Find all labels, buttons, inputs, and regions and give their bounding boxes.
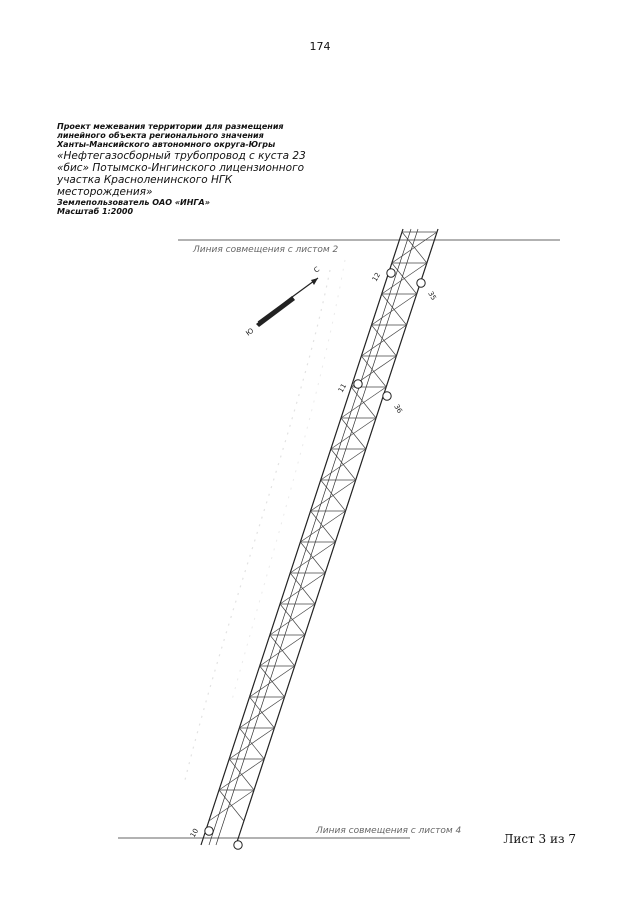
point-label: 11 (337, 382, 348, 394)
boundary-point: 10 (189, 826, 214, 839)
hatch-line (218, 758, 265, 791)
hatch-line (340, 386, 387, 419)
hatch-line (259, 634, 306, 667)
hatch-line (239, 696, 285, 729)
boundary-point: 11 (337, 379, 363, 394)
corridor-hatching (208, 231, 438, 822)
page-number: 174 (309, 40, 331, 53)
hatch-line (381, 262, 428, 295)
hatch-line (300, 510, 346, 543)
hatch-line (361, 324, 407, 357)
boundary-point: 36 (382, 391, 404, 415)
hatch-line (310, 479, 356, 512)
hatch-line (371, 293, 417, 326)
hatch-line (269, 603, 316, 636)
corridor-right-boundary (235, 228, 439, 846)
north-arrow-icon: С Ю (244, 265, 321, 337)
title-line: Ханты-Мансийского автономного округа-Югр… (57, 140, 276, 150)
hatch-line (249, 665, 295, 698)
hatch-line (330, 417, 377, 450)
title-line: «бис» Потымско-Ингинского лицензионного (57, 161, 305, 174)
boundary-point: 12 (371, 268, 396, 283)
boundary-point (233, 840, 243, 850)
corridor-left-boundary (200, 228, 404, 846)
title-line: линейного объекта регионального значения (57, 131, 264, 141)
land-user: Землепользователь ОАО «ИНГА» (57, 197, 210, 207)
point-label: 36 (392, 403, 404, 415)
hatch-line (229, 727, 275, 760)
title-line: Проект межевания территории для размещен… (57, 122, 284, 131)
faint-trace (184, 269, 331, 781)
hatch-line (279, 572, 326, 605)
point-label: 35 (426, 290, 437, 302)
pipeline-line (208, 228, 412, 846)
title-line: «Нефтегазосборный трубопровод с куста 23 (57, 149, 306, 162)
hatch-line (320, 448, 367, 481)
title-line: месторождения» (57, 185, 153, 198)
hatch-line (290, 541, 336, 574)
title-block: Проект межевания территории для размещен… (57, 122, 317, 216)
faint-trace (231, 259, 346, 701)
hatch-line (208, 789, 255, 822)
scale: Масштаб 1:2000 (57, 207, 134, 216)
match-line-bottom-label: Линия совмещения с листом 4 (315, 826, 461, 836)
sheet-number: Лист 3 из 7 (503, 832, 576, 846)
pipeline-line (215, 228, 419, 846)
hatch-line (391, 231, 438, 264)
title-line: участка Красноленинского НГК (57, 173, 233, 186)
match-line-top-label: Линия совмещения с листом 2 (192, 245, 338, 255)
north-label: С (312, 265, 321, 274)
boundary-point: 35 (416, 278, 438, 302)
point-label: 12 (371, 271, 382, 283)
point-label: 10 (189, 827, 200, 839)
south-label: Ю (244, 326, 255, 337)
